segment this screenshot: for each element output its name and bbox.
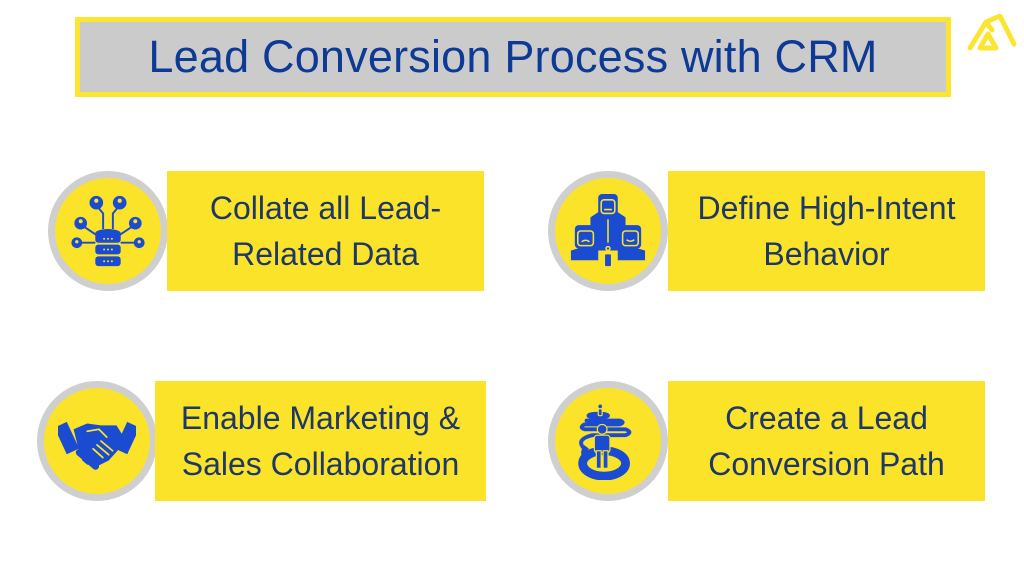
step-1-line-2: Related Data bbox=[232, 236, 419, 272]
step-4-line-2: Conversion Path bbox=[708, 446, 945, 482]
handshake-icon bbox=[58, 421, 136, 470]
title-banner: Lead Conversion Process with CRM bbox=[75, 17, 951, 97]
step-4-icon-circle bbox=[548, 381, 668, 501]
step-2-line-1: Define High-Intent bbox=[697, 190, 956, 226]
step-3-card: Enable Marketing & Sales Collaboration bbox=[155, 381, 486, 501]
brand-mountain-logo-icon bbox=[967, 14, 1017, 51]
step-1-line-1: Collate all Lead- bbox=[209, 190, 442, 226]
step-2-card: Define High-Intent Behavior bbox=[668, 171, 985, 291]
page-title: Lead Conversion Process with CRM bbox=[148, 31, 878, 82]
step-3-line-1: Enable Marketing & bbox=[180, 400, 461, 436]
step-2-icon-circle bbox=[548, 171, 668, 291]
step-4-card: Create a Lead Conversion Path bbox=[668, 381, 985, 501]
team-behavior-icon bbox=[570, 193, 646, 267]
conversion-path-icon bbox=[578, 403, 632, 480]
step-1-card: Collate all Lead- Related Data bbox=[167, 171, 484, 291]
database-network-icon bbox=[71, 195, 145, 267]
step-2-line-2: Behavior bbox=[763, 236, 890, 272]
step-1-icon-circle bbox=[48, 171, 168, 291]
step-3-icon-circle bbox=[37, 381, 157, 501]
step-4-line-1: Create a Lead bbox=[725, 400, 928, 436]
step-3-line-2: Sales Collaboration bbox=[181, 446, 460, 482]
